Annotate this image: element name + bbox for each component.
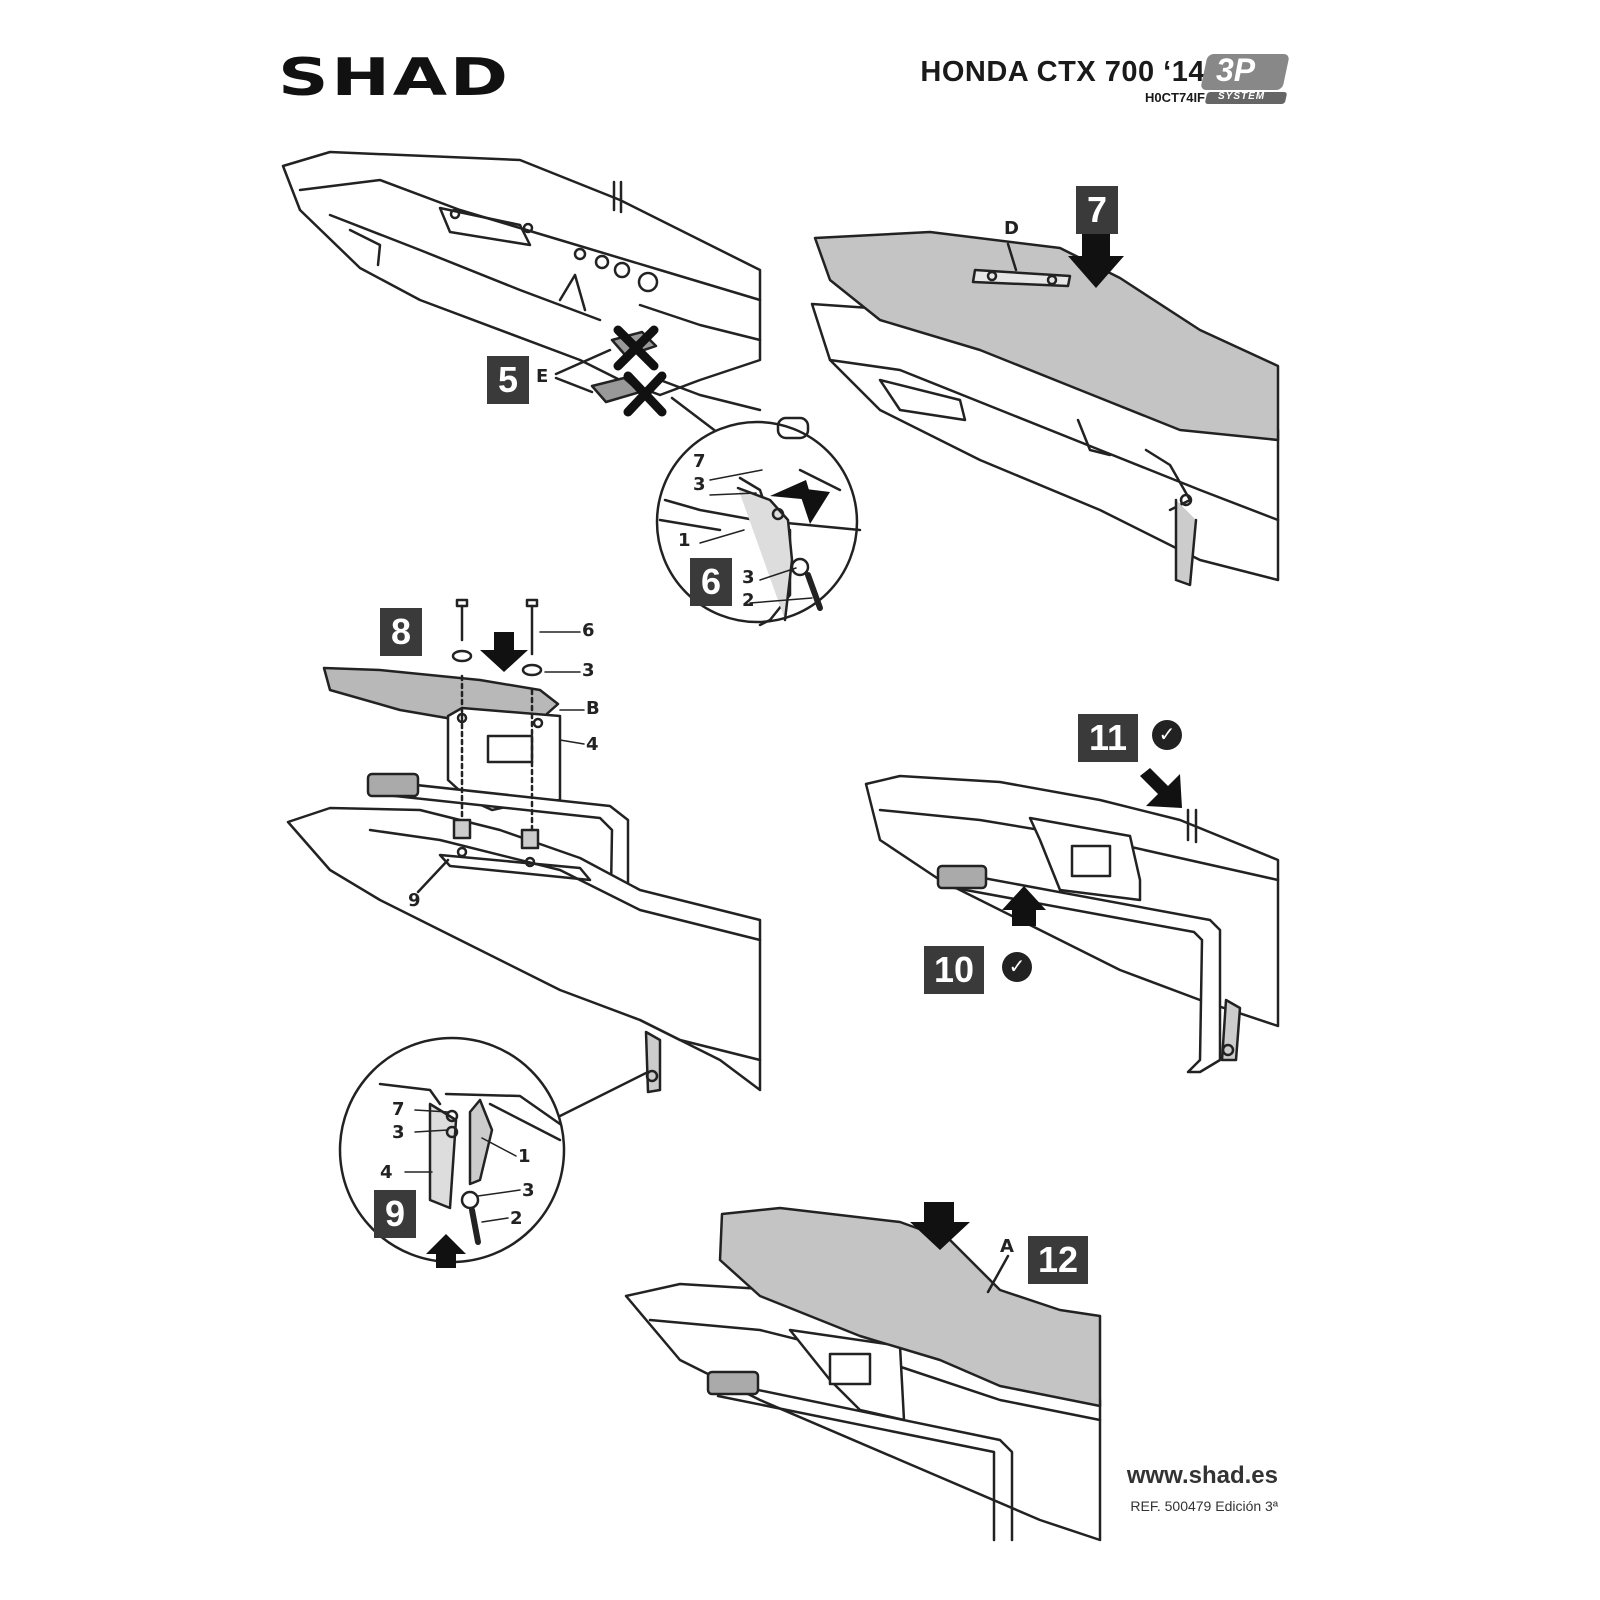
- arrow-down-icon: [1068, 228, 1124, 288]
- label-e: E: [536, 366, 549, 387]
- step-8-badge: 8: [380, 608, 422, 656]
- label-8-4: 4: [586, 734, 599, 755]
- arrow-up-icon: [1002, 886, 1046, 926]
- cross-icon: [613, 325, 667, 417]
- check-icon: ✓: [1002, 952, 1032, 982]
- arrow-down-icon: [910, 1202, 970, 1250]
- label-8-3: 3: [582, 660, 595, 681]
- label-9-7: 7: [392, 1099, 405, 1120]
- label-6-3b: 3: [742, 567, 755, 588]
- label-9-4: 4: [380, 1162, 393, 1183]
- label-8-9: 9: [408, 890, 421, 911]
- check-icon: ✓: [1152, 720, 1182, 750]
- step8-drawing: [286, 598, 762, 1094]
- label-9-3a: 3: [392, 1122, 405, 1143]
- label-9-2: 2: [510, 1208, 523, 1229]
- brand-logo: SHAD: [278, 48, 511, 108]
- label-6-2: 2: [742, 590, 755, 611]
- label-6-7: 7: [693, 451, 706, 472]
- label-6-3a: 3: [693, 474, 706, 495]
- label-8-6: 6: [582, 620, 595, 641]
- model-title: HONDA CTX 700 ‘14: [920, 56, 1205, 88]
- step-11-badge: 11: [1078, 714, 1138, 762]
- step-7-badge: 7: [1076, 186, 1118, 234]
- step-9-badge: 9: [374, 1190, 416, 1238]
- reference-number: REF. 500479 Edición 3ª: [1130, 1498, 1278, 1514]
- arrow-down-icon: [480, 632, 528, 672]
- step-5-badge: 5: [487, 356, 529, 404]
- arrow-up-icon: [426, 1234, 466, 1268]
- arrow-down-icon: [1140, 768, 1182, 808]
- step12-drawing: [624, 1206, 1102, 1542]
- label-9-1: 1: [518, 1146, 531, 1167]
- label-8-b: B: [586, 698, 600, 719]
- step-12-badge: 12: [1028, 1236, 1088, 1284]
- step7-drawing: [810, 230, 1280, 587]
- label-a: A: [1000, 1236, 1014, 1257]
- step6-detail-circle: [655, 416, 862, 627]
- website-link[interactable]: www.shad.es: [1126, 1462, 1278, 1489]
- 3p-system-badge: 3P SYSTEM: [1200, 52, 1290, 104]
- step10-11-drawing: [864, 774, 1280, 1074]
- label-d: D: [1004, 218, 1019, 239]
- step5-frame-drawing: [281, 150, 762, 412]
- step-6-badge: 6: [690, 558, 732, 606]
- label-6-1: 1: [678, 530, 691, 551]
- step-10-badge: 10: [924, 946, 984, 994]
- product-code: H0CT74IF: [1145, 90, 1205, 105]
- label-9-3b: 3: [522, 1180, 535, 1201]
